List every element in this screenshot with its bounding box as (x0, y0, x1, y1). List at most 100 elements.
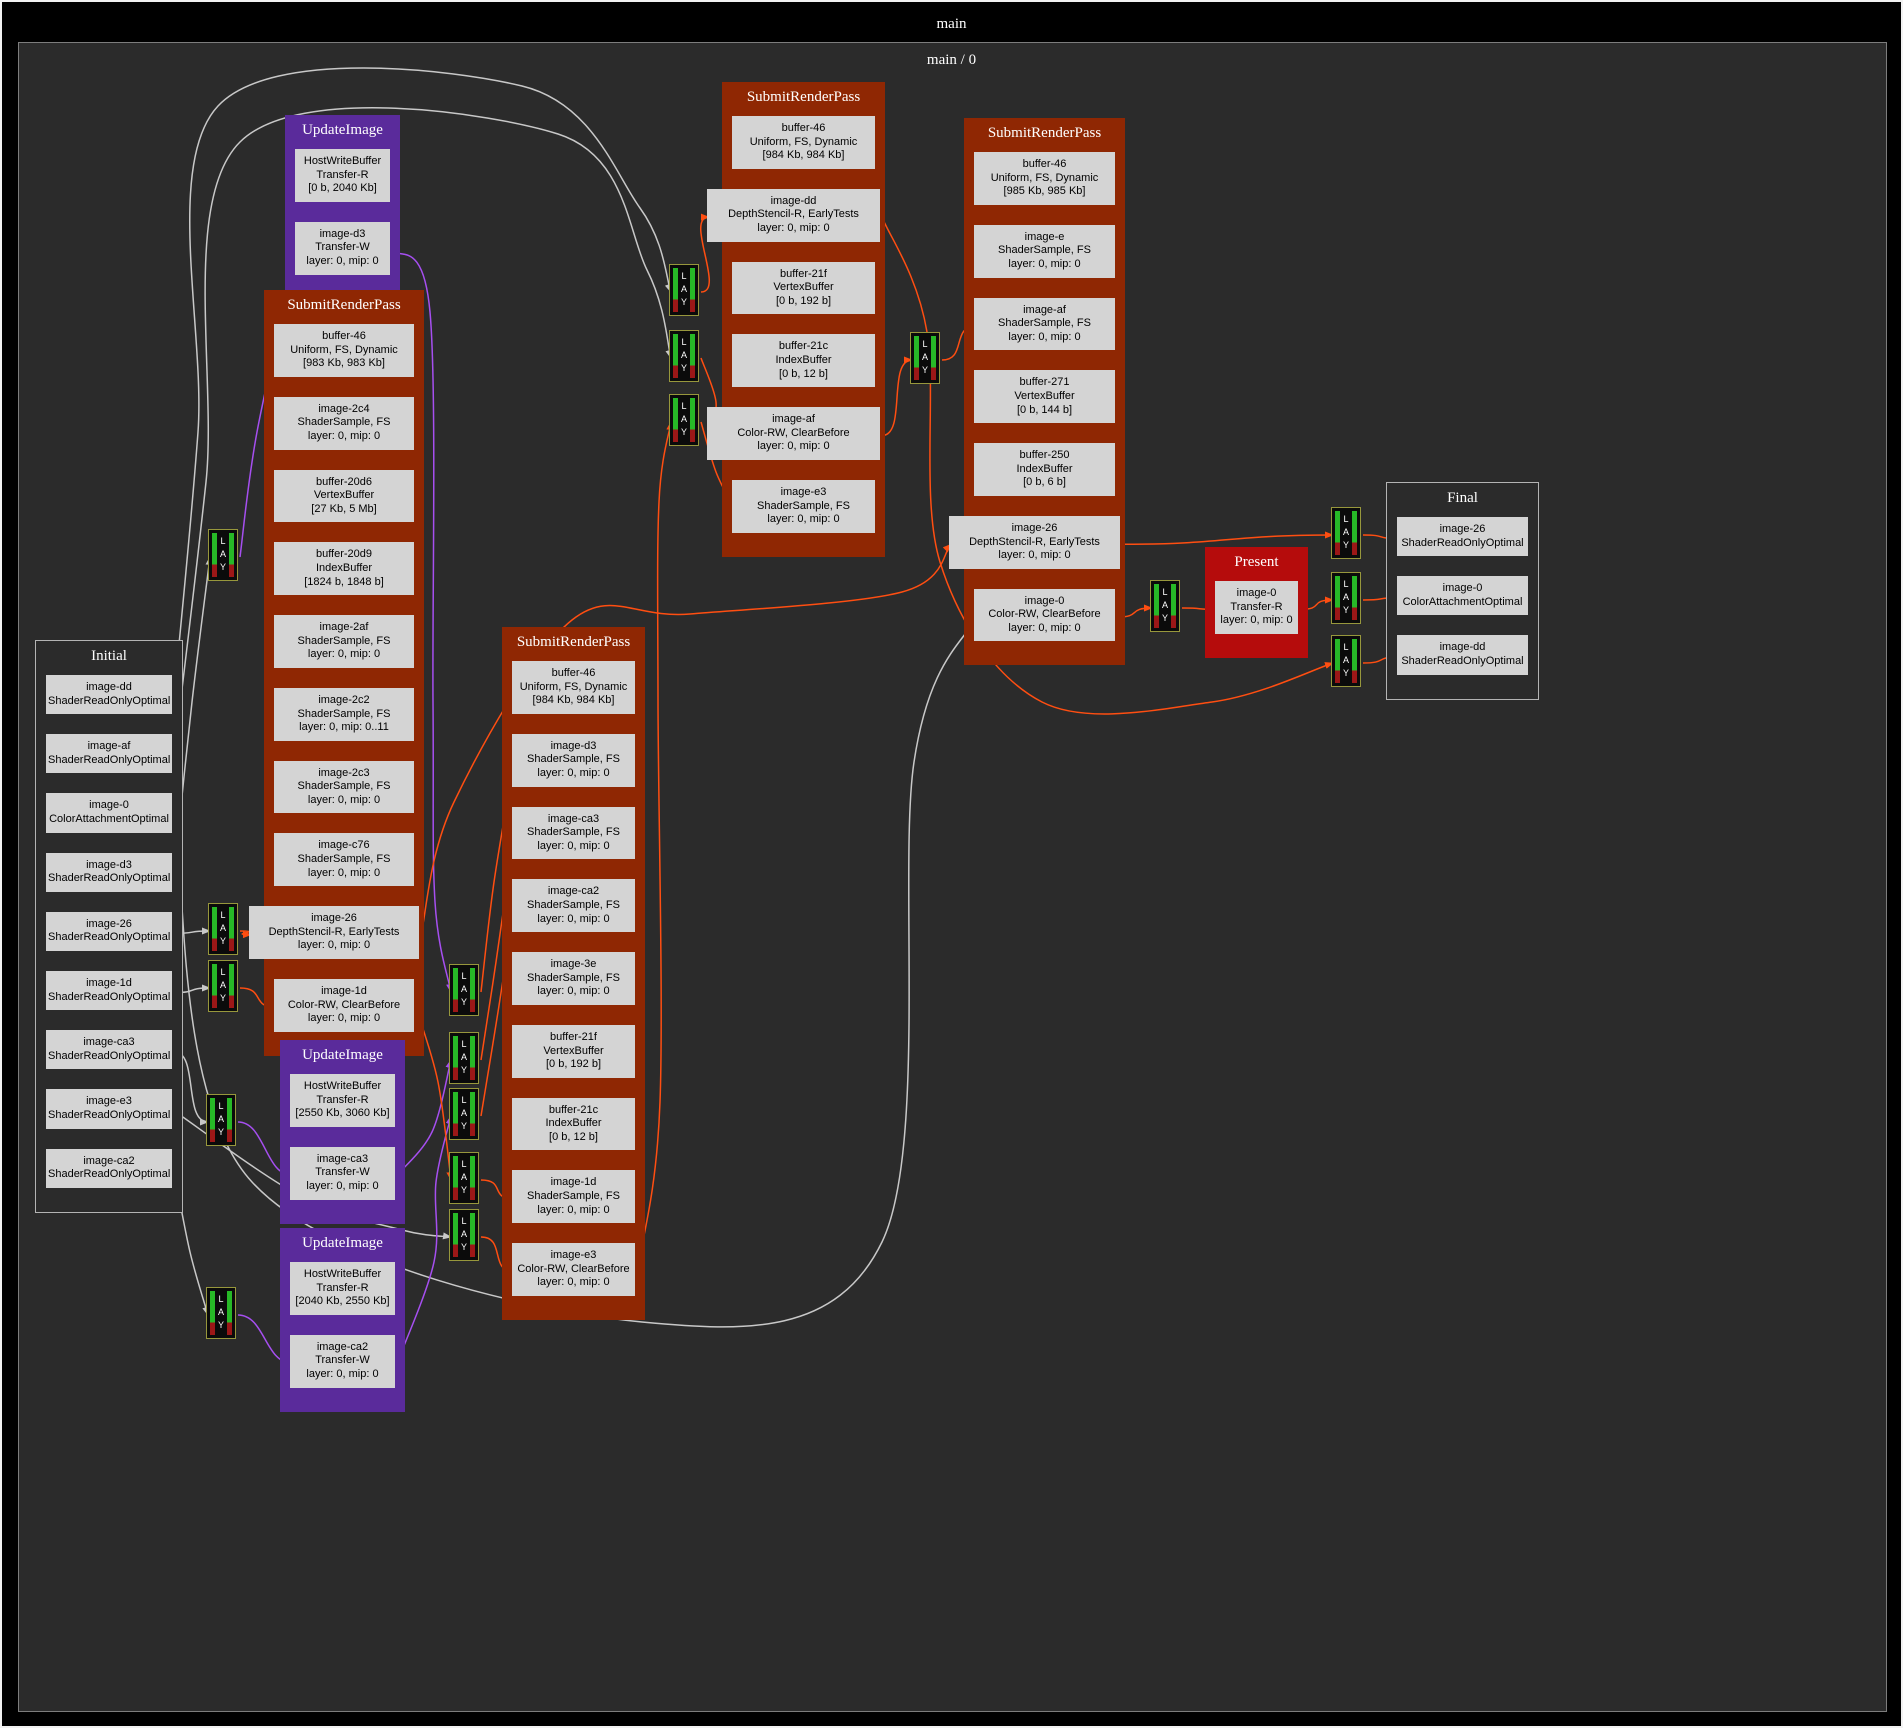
node-r4-26: image-26DepthStencil-R, EarlyTestslayer:… (949, 516, 1120, 569)
node-r4-b250: buffer-250IndexBuffer[0 b, 6 b] (974, 443, 1115, 496)
group-update3: UpdateImageHostWriteBufferTransfer-R[204… (280, 1228, 405, 1412)
node-r2-3e: image-3eShaderSample, FSlayer: 0, mip: 0 (512, 952, 635, 1005)
node-u3-buf: HostWriteBufferTransfer-R[2040 Kb, 2550 … (290, 1262, 395, 1315)
node-r4-b46: buffer-46Uniform, FS, Dynamic[985 Kb, 98… (974, 152, 1115, 205)
node-r3-b46: buffer-46Uniform, FS, Dynamic[984 Kb, 98… (732, 116, 875, 169)
node-i-dd: image-ddShaderReadOnlyOptimal (46, 675, 172, 714)
group-rp4: SubmitRenderPassbuffer-46Uniform, FS, Dy… (964, 118, 1125, 665)
lay-bar-icon (690, 398, 695, 442)
layout-transition-lay9: LAY (449, 1152, 479, 1204)
layout-transition-lay16: LAY (1331, 507, 1361, 559)
node-r1-b20d6: buffer-20d6VertexBuffer[27 Kb, 5 Mb] (274, 470, 414, 523)
node-r3-b21f: buffer-21fVertexBuffer[0 b, 192 b] (732, 262, 875, 315)
group-rp2: SubmitRenderPass buffer-46Uniform, FS, Dy… (502, 627, 645, 1320)
node-r1-26: image-26DepthStencil-R, EarlyTestslayer:… (249, 906, 419, 959)
group-initial: Initial image-ddShaderReadOnlyOptimal imag… (35, 640, 183, 1213)
node-i-af: image-afShaderReadOnlyOptimal (46, 734, 172, 773)
group-rp1: SubmitRenderPass buffer-46Uniform, FS, Dy… (264, 290, 424, 1056)
lay-bar-icon (470, 1213, 475, 1257)
lay-bar-icon (229, 964, 234, 1008)
layout-transition-lay6: LAY (449, 964, 479, 1016)
lay-bar-icon (931, 336, 936, 380)
group-title-present: Present (1205, 553, 1308, 571)
group-title-update3: UpdateImage (280, 1234, 405, 1252)
group-title-rp3: SubmitRenderPass (722, 88, 885, 106)
node-f-dd: image-ddShaderReadOnlyOptimal (1397, 635, 1528, 674)
node-r4-af: image-afShaderSample, FSlayer: 0, mip: 0 (974, 298, 1115, 351)
lay-bar-icon (690, 268, 695, 312)
node-r2-ca3: image-ca3ShaderSample, FSlayer: 0, mip: … (512, 807, 635, 860)
node-r3-b21c: buffer-21cIndexBuffer[0 b, 12 b] (732, 334, 875, 387)
node-u2-buf: HostWriteBufferTransfer-R[2550 Kb, 3060 … (290, 1074, 395, 1127)
layout-transition-lay7: LAY (449, 1032, 479, 1084)
node-r1-1d: image-1dColor-RW, ClearBeforelayer: 0, m… (274, 979, 414, 1032)
layout-transition-lay11: LAY (669, 264, 699, 316)
lay-bar-icon (1352, 576, 1357, 620)
lay-bar-icon (690, 334, 695, 378)
layout-transition-lay14: LAY (910, 332, 940, 384)
node-p-0: image-0Transfer-Rlayer: 0, mip: 0 (1215, 581, 1298, 634)
lay-bar-icon (227, 1291, 232, 1335)
node-u2-ca3: image-ca3Transfer-Wlayer: 0, mip: 0 (290, 1147, 395, 1200)
node-r4-0: image-0Color-RW, ClearBeforelayer: 0, mi… (974, 589, 1115, 642)
layout-transition-lay4: LAY (206, 1094, 236, 1146)
node-r2-b21f: buffer-21fVertexBuffer[0 b, 192 b] (512, 1025, 635, 1078)
node-r1-b46: buffer-46Uniform, FS, Dynamic[983 Kb, 98… (274, 324, 414, 377)
layout-transition-lay3: LAY (208, 960, 238, 1012)
group-present: Present image-0Transfer-Rlayer: 0, mip: 0 (1205, 547, 1308, 658)
lay-bar-icon (470, 1092, 475, 1136)
node-i-26: image-26ShaderReadOnlyOptimal (46, 912, 172, 951)
node-r3-e3: image-e3ShaderSample, FSlayer: 0, mip: 0 (732, 480, 875, 533)
layout-transition-lay10: LAY (449, 1209, 479, 1261)
layout-transition-lay13: LAY (669, 394, 699, 446)
group-final: Final image-26ShaderReadOnlyOptimal image-… (1386, 482, 1539, 700)
layout-transition-lay15: LAY (1150, 580, 1180, 632)
node-i-e3: image-e3ShaderReadOnlyOptimal (46, 1089, 172, 1128)
group-title-update1: UpdateImage (285, 121, 400, 139)
node-r1-2af: image-2afShaderSample, FSlayer: 0, mip: … (274, 615, 414, 668)
node-r1-c76: image-c76ShaderSample, FSlayer: 0, mip: … (274, 833, 414, 886)
node-r3-dd: image-ddDepthStencil-R, EarlyTestslayer:… (707, 189, 880, 242)
group-update1: UpdateImageHostWriteBufferTransfer-R[0 b… (285, 115, 400, 299)
node-u1-d3: image-d3Transfer-Wlayer: 0, mip: 0 (295, 222, 390, 275)
outer-frame-title: main (2, 16, 1901, 33)
lay-bar-icon (1352, 639, 1357, 683)
node-u3-ca2: image-ca2Transfer-Wlayer: 0, mip: 0 (290, 1335, 395, 1388)
lay-bar-icon (470, 1036, 475, 1080)
node-r1-2c2: image-2c2ShaderSample, FSlayer: 0, mip: … (274, 688, 414, 741)
node-r2-b46: buffer-46Uniform, FS, Dynamic[984 Kb, 98… (512, 661, 635, 714)
node-r3-af: image-afColor-RW, ClearBeforelayer: 0, m… (707, 407, 880, 460)
node-i-ca3: image-ca3ShaderReadOnlyOptimal (46, 1030, 172, 1069)
group-title-final: Final (1387, 489, 1538, 507)
node-i-0: image-0ColorAttachmentOptimal (46, 793, 172, 832)
layout-transition-lay1: LAY (208, 529, 238, 581)
node-r2-ca2: image-ca2ShaderSample, FSlayer: 0, mip: … (512, 879, 635, 932)
node-i-ca2: image-ca2ShaderReadOnlyOptimal (46, 1149, 172, 1188)
group-rp3: SubmitRenderPass buffer-46Uniform, FS, Dy… (722, 82, 885, 557)
node-r2-d3: image-d3ShaderSample, FSlayer: 0, mip: 0 (512, 734, 635, 787)
node-f-26: image-26ShaderReadOnlyOptimal (1397, 517, 1528, 556)
node-r2-e3: image-e3Color-RW, ClearBeforelayer: 0, m… (512, 1243, 635, 1296)
node-r1-b20d9: buffer-20d9IndexBuffer[1824 b, 1848 b] (274, 542, 414, 595)
layout-transition-lay17: LAY (1331, 572, 1361, 624)
node-f-0: image-0ColorAttachmentOptimal (1397, 576, 1528, 615)
lay-bar-icon (1171, 584, 1176, 628)
node-r4-b271: buffer-271VertexBuffer[0 b, 144 b] (974, 370, 1115, 423)
group-title-rp2: SubmitRenderPass (502, 633, 645, 651)
group-title-initial: Initial (36, 647, 182, 665)
node-r2-1d: image-1dShaderSample, FSlayer: 0, mip: 0 (512, 1170, 635, 1223)
node-i-1d: image-1dShaderReadOnlyOptimal (46, 971, 172, 1010)
layout-transition-lay5: LAY (206, 1287, 236, 1339)
lay-bar-icon (470, 968, 475, 1012)
layout-transition-lay18: LAY (1331, 635, 1361, 687)
group-update2: UpdateImageHostWriteBufferTransfer-R[255… (280, 1040, 405, 1224)
node-i-d3: image-d3ShaderReadOnlyOptimal (46, 853, 172, 892)
layout-transition-lay2: LAY (208, 903, 238, 955)
node-r1-2c4: image-2c4ShaderSample, FSlayer: 0, mip: … (274, 397, 414, 450)
node-u1-buf: HostWriteBufferTransfer-R[0 b, 2040 Kb] (295, 149, 390, 202)
lay-bar-icon (227, 1098, 232, 1142)
group-title-rp1: SubmitRenderPass (264, 296, 424, 314)
group-title-update2: UpdateImage (280, 1046, 405, 1064)
lay-bar-icon (470, 1156, 475, 1200)
lay-bar-icon (229, 907, 234, 951)
